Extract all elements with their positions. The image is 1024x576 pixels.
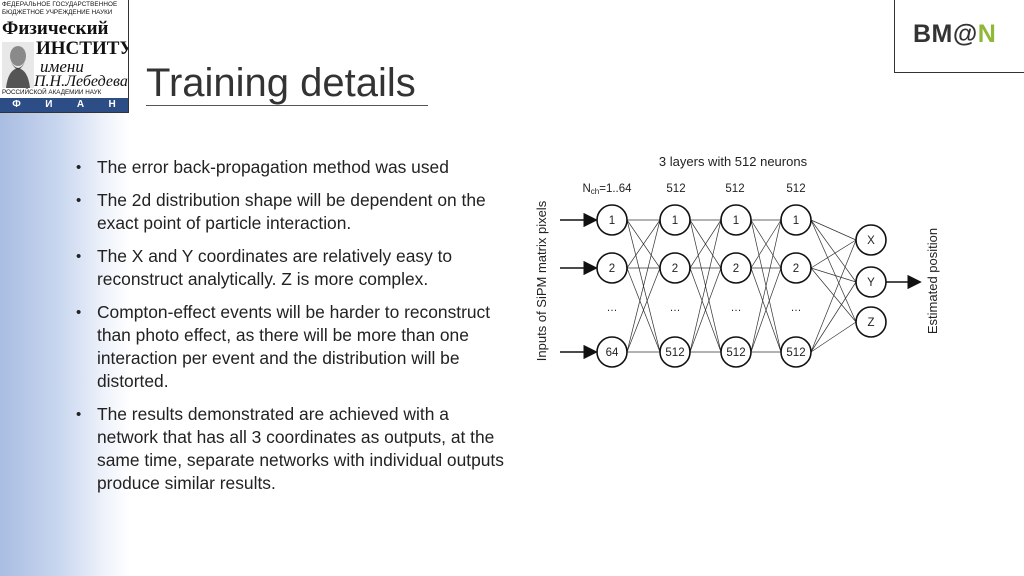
bman-logo: BM@N [894, 0, 1024, 73]
connection-line [750, 267, 782, 353]
right-axis-label: Estimated position [925, 228, 940, 334]
connection-line [626, 219, 661, 353]
connection-line [810, 239, 857, 353]
node-ellipsis: … [670, 302, 681, 314]
node-ellipsis: … [607, 302, 618, 314]
logo-letter: Ф [12, 99, 21, 110]
connection-line [689, 219, 722, 353]
hidden-node-label: 512 [665, 347, 684, 359]
bullet-item: Compton-effect events will be harder to … [74, 301, 504, 393]
hidden-node [780, 336, 812, 368]
left-axis-label: Inputs of SiPM matrix pixels [534, 200, 549, 361]
logo-letter: Н [108, 99, 116, 110]
diagram-header: 3 layers with 512 neurons [659, 154, 808, 169]
node-ellipsis: … [731, 302, 742, 314]
hidden-node [659, 252, 691, 284]
input-node-label: 2 [609, 263, 615, 275]
hidden-node-label: 512 [726, 347, 745, 359]
output-node-label: Z [867, 317, 874, 329]
input-node [596, 336, 628, 368]
connection-line [810, 281, 857, 353]
connection-line [810, 267, 857, 283]
page-title: Training details [146, 61, 416, 105]
node-ellipsis: … [791, 302, 802, 314]
connection-line [810, 239, 857, 269]
connection-line [750, 219, 782, 269]
logo-line-5: имени [40, 57, 84, 76]
hidden-node [780, 252, 812, 284]
output-node [855, 224, 887, 256]
hidden-node [720, 204, 752, 236]
logo-line-7: РОССИЙСКОЙ АКАДЕМИИ НАУК [2, 89, 102, 96]
output-node [855, 306, 887, 338]
hidden-node [720, 336, 752, 368]
hidden-node [659, 336, 691, 368]
bullet-item: The results demonstrated are achieved wi… [74, 403, 504, 495]
connection-line [810, 267, 857, 323]
bman-logo-text: BM@N [913, 20, 996, 49]
hidden-node-label: 2 [672, 263, 678, 275]
logo-fian-band: Ф И А Н [0, 98, 128, 112]
input-count-label: Nch=1..64 [582, 183, 632, 196]
bman-logo-accent: N [977, 20, 997, 48]
connection-line [810, 219, 857, 323]
bullet-item: The 2d distribution shape will be depend… [74, 189, 504, 235]
logo-line-1: ФЕДЕРАЛЬНОЕ ГОСУДАРСТВЕННОЕ [2, 1, 118, 8]
connection-line [689, 219, 722, 269]
connection-line [810, 219, 857, 241]
portrait-icon [2, 42, 34, 88]
hidden-node-label: 512 [786, 347, 805, 359]
layer-size-label: 512 [786, 183, 805, 195]
connection-line [750, 219, 782, 353]
input-node [596, 204, 628, 236]
bman-logo-main: BM@ [913, 20, 978, 48]
hidden-node [720, 252, 752, 284]
logo-line-4: ИНСТИТУТ [36, 38, 128, 59]
logo-line-2: БЮДЖЕТНОЕ УЧРЕЖДЕНИЕ НАУКИ [2, 9, 113, 16]
connection-line [689, 267, 722, 353]
logo-line-6: П.Н.Лебедева [34, 73, 128, 90]
connection-line [810, 321, 857, 353]
output-node [855, 266, 887, 298]
input-node-label: 64 [606, 347, 619, 359]
logo-letter: А [76, 99, 85, 110]
input-node [596, 252, 628, 284]
hidden-node [659, 204, 691, 236]
layer-size-label: 512 [666, 183, 685, 195]
connection-line [626, 219, 661, 269]
logo-letter: И [45, 99, 53, 110]
output-node-label: Y [867, 277, 875, 289]
hidden-node-label: 1 [672, 215, 678, 227]
network-nodes: 1 2 … 64 1 2 … 512 1 2 … 512 1 2 … 512 X Y Z [596, 204, 887, 368]
hidden-node-label: 1 [793, 215, 799, 227]
network-connections [560, 212, 922, 360]
output-node-label: X [867, 235, 875, 247]
bullet-list: The error back-propagation method was us… [74, 156, 504, 505]
bullet-item: The error back-propagation method was us… [74, 156, 504, 179]
input-node-label: 1 [609, 215, 615, 227]
hidden-node-label: 2 [733, 263, 739, 275]
title-underline [146, 105, 428, 106]
layer-size-label: 512 [725, 183, 744, 195]
hidden-node-label: 2 [793, 263, 799, 275]
hidden-node [780, 204, 812, 236]
connection-line [810, 219, 857, 283]
bullet-item: The X and Y coordinates are relatively e… [74, 245, 504, 291]
hidden-node-label: 1 [733, 215, 739, 227]
connection-line [626, 267, 661, 353]
logo-line-3: Физический [2, 18, 109, 39]
fian-logo: ФЕДЕРАЛЬНОЕ ГОСУДАРСТВЕННОЕ БЮДЖЕТНОЕ УЧ… [0, 0, 129, 113]
